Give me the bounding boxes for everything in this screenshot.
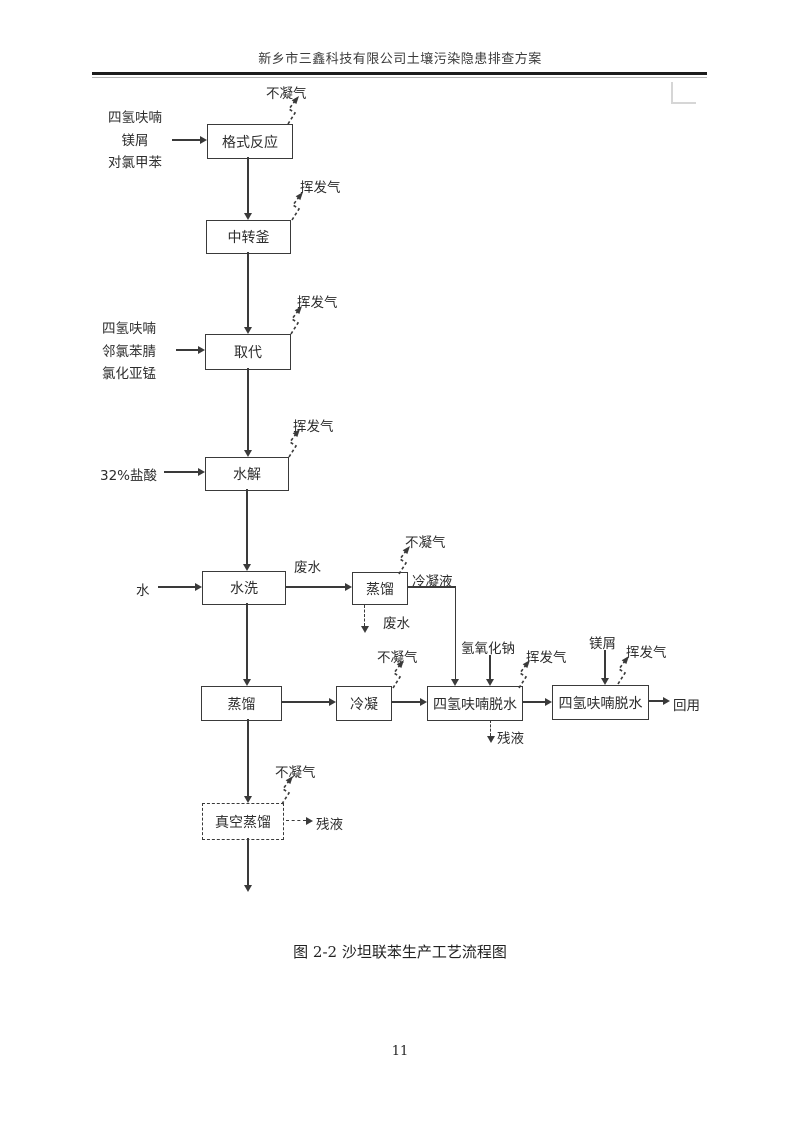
header-rule-thin <box>92 77 707 78</box>
arrowhead-right <box>329 698 336 706</box>
stream-label-residual-liquid-2: 残液 <box>316 817 343 833</box>
flow-line <box>522 701 545 703</box>
flow-line <box>648 700 663 702</box>
process-box-condensation: 冷凝 <box>336 686 392 721</box>
arrowhead-right <box>198 468 205 476</box>
input-label-water: 水 <box>136 583 150 599</box>
emission-zigzag-arrow <box>290 306 302 335</box>
residue-dashed-line <box>490 720 491 736</box>
process-box-transfer-kettle: 中转釜 <box>206 220 291 254</box>
flow-line <box>247 252 249 327</box>
header-rule-thick <box>92 72 707 75</box>
input-label-magnesium-2: 镁屑 <box>589 636 616 652</box>
stream-label-volatile-gas-2: 挥发气 <box>297 295 338 311</box>
stream-label-wastewater-2: 废水 <box>383 616 410 632</box>
input-label-magnesium: 镁屑 <box>121 132 149 149</box>
naoh-input-line <box>489 655 491 679</box>
emission-zigzag-arrow <box>281 776 293 805</box>
stream-label-wastewater-1: 废水 <box>294 560 321 576</box>
arrowhead-down <box>487 736 495 743</box>
textbox-corner-mark <box>671 82 696 104</box>
emission-zigzag-arrow <box>392 660 404 689</box>
arrowhead-down <box>601 678 609 685</box>
arrowhead-right <box>195 583 202 591</box>
arrowhead-down <box>244 885 252 892</box>
mg-input-line <box>604 650 606 678</box>
arrowhead-right <box>200 136 207 144</box>
process-box-thf-dehydration-2: 四氢呋喃脱水 <box>552 685 649 720</box>
stream-label-reuse: 回用 <box>673 698 700 714</box>
input-line <box>172 139 200 141</box>
input-label-sodium-hydroxide: 氢氧化钠 <box>461 641 515 657</box>
stream-label-residual-liquid-1: 残液 <box>497 731 524 747</box>
arrowhead-down <box>244 327 252 334</box>
flow-line <box>247 368 249 450</box>
process-box-thf-dehydration-1: 四氢呋喃脱水 <box>427 686 523 721</box>
input-line <box>164 471 198 473</box>
arrowhead-down <box>244 450 252 457</box>
stream-label-volatile-gas-3: 挥发气 <box>293 419 334 435</box>
flow-line <box>285 586 345 588</box>
arrowhead-right <box>663 697 670 705</box>
flow-line <box>246 489 248 564</box>
process-box-substitution: 取代 <box>205 334 291 370</box>
stream-label-volatile-gas-1: 挥发气 <box>300 180 341 196</box>
emission-zigzag-arrow <box>617 656 629 685</box>
process-box-grignard-reaction: 格式反应 <box>207 124 293 159</box>
emission-zigzag-arrow <box>287 96 299 125</box>
input-label-o-chlorobenzonitrile: 邻氯苯腈 <box>102 343 156 360</box>
input-label-thf: 四氢呋喃 <box>108 110 162 126</box>
page-header-title: 新乡市三鑫科技有限公司土壤污染隐患排查方案 <box>258 52 542 67</box>
arrowhead-right <box>345 583 352 591</box>
arrowhead-down <box>361 626 369 633</box>
input-stack-substitution: 四氢呋喃 邻氯苯腈 氯化亚锰 <box>95 318 163 386</box>
process-box-hydrolysis: 水解 <box>205 457 289 491</box>
arrowhead-right <box>420 698 427 706</box>
input-label-p-chlorotoluene: 对氯甲苯 <box>108 155 162 171</box>
input-line <box>158 586 195 588</box>
process-box-water-washing: 水洗 <box>202 571 286 605</box>
stream-label-non-condensable-gas-4: 不凝气 <box>275 765 316 781</box>
input-stack-grignard: 四氢呋喃 镁屑 对氯甲苯 <box>100 107 170 175</box>
input-label-manganese-chloride: 氯化亚锰 <box>102 366 156 382</box>
flow-line <box>281 701 329 703</box>
process-box-distillation: 蒸馏 <box>201 686 282 721</box>
process-box-distillation-branch: 蒸馏 <box>352 572 408 605</box>
flow-line <box>247 157 249 213</box>
flow-line <box>247 719 249 796</box>
emission-zigzag-arrow <box>291 192 303 221</box>
arrowhead-down <box>243 564 251 571</box>
input-line <box>176 349 198 351</box>
stream-label-non-condensable-gas-3: 不凝气 <box>377 650 418 666</box>
arrowhead-down <box>244 213 252 220</box>
arrowhead-right <box>306 817 313 825</box>
arrowhead-down <box>486 679 494 686</box>
flow-line <box>391 701 420 703</box>
page-number: 11 <box>391 1044 409 1059</box>
condensate-line <box>407 586 456 588</box>
residue-dashed-line <box>286 820 306 821</box>
flow-line <box>246 603 248 679</box>
condensate-line <box>454 586 456 679</box>
arrowhead-right <box>545 698 552 706</box>
process-box-vacuum-distillation: 真空蒸馏 <box>202 803 284 840</box>
wastewater-dashed-line <box>364 605 365 626</box>
stream-label-volatile-gas-4: 挥发气 <box>526 650 567 666</box>
emission-zigzag-arrow <box>398 546 410 575</box>
figure-caption: 图 2-2 沙坦联苯生产工艺流程图 <box>293 943 507 961</box>
stream-label-non-condensable-gas-2: 不凝气 <box>405 535 446 551</box>
input-label-thf-2: 四氢呋喃 <box>102 321 156 337</box>
arrowhead-down <box>451 679 459 686</box>
arrowhead-down <box>243 679 251 686</box>
stream-label-volatile-gas-5: 挥发气 <box>626 645 667 661</box>
arrowhead-right <box>198 346 205 354</box>
emission-zigzag-arrow <box>518 660 530 689</box>
input-label-hydrochloric-acid: 32%盐酸 <box>100 468 158 484</box>
flow-line <box>247 838 249 885</box>
emission-zigzag-arrow <box>288 429 300 458</box>
arrowhead-down <box>244 796 252 803</box>
